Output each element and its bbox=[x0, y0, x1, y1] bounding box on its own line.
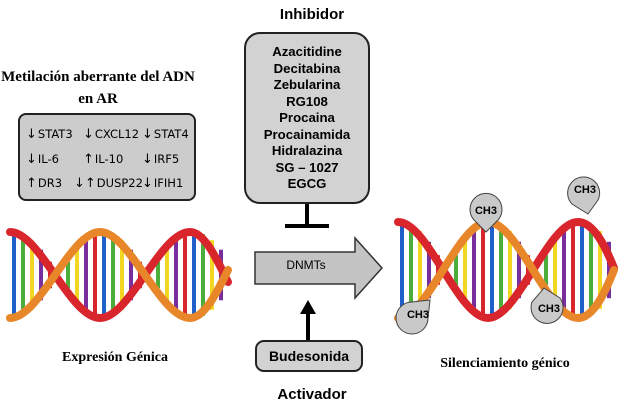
drug-item: RG108 bbox=[286, 93, 328, 109]
methyl-group-icon: CH3 bbox=[530, 287, 564, 324]
gene-item: ↓IL-6 bbox=[26, 152, 59, 167]
methylation-title-line1: Metilación aberrante del ADN bbox=[1, 69, 195, 85]
methyl-label: CH3 bbox=[407, 309, 429, 321]
gene-box: ↓STAT3 ↓CXCL12 ↓STAT4 ↓IL-6 ↑IL-10 ↓IRF5… bbox=[18, 113, 196, 201]
activator-title: Activador bbox=[277, 386, 347, 403]
caption-gene-silencing: Silenciamiento génico bbox=[440, 356, 570, 371]
gene-item: ↓IFIH1 bbox=[142, 176, 183, 191]
gene-name: DR3 bbox=[37, 176, 63, 190]
gene-item: ↓↑DUSP22 bbox=[74, 176, 143, 191]
methylation-title: Metilación aberrante del ADN en AR bbox=[0, 66, 196, 110]
methyl-group-icon: CH3 bbox=[469, 192, 503, 233]
gene-item: ↓STAT3 bbox=[26, 127, 73, 142]
drug-item: Azacitidine bbox=[272, 44, 342, 59]
gene-name: IFIH1 bbox=[153, 176, 184, 190]
drug-item: Decitabina bbox=[273, 60, 341, 76]
gene-name: STAT3 bbox=[37, 127, 73, 141]
drug-item: Procaina bbox=[279, 110, 335, 125]
gene-item: ↓STAT4 bbox=[142, 127, 189, 142]
gene-arrow-icon: ↓ bbox=[142, 152, 153, 167]
activator-box: Budesonida bbox=[255, 340, 363, 372]
dnmt-label: DNMTs bbox=[286, 258, 326, 272]
gene-arrow-icon: ↑ bbox=[83, 152, 94, 167]
gene-arrow-icon: ↓ bbox=[26, 127, 37, 142]
activation-arrow-icon bbox=[300, 300, 316, 340]
gene-arrow-icon: ↓ bbox=[142, 127, 153, 142]
methyl-label: CH3 bbox=[574, 184, 596, 196]
drug-item: EGCG bbox=[287, 176, 327, 191]
inhibitor-title: Inhibidor bbox=[279, 6, 345, 23]
methyl-group-icon: CH3 bbox=[567, 176, 601, 215]
gene-item: ↑DR3 bbox=[26, 176, 62, 191]
gene-item: ↑IL-10 bbox=[83, 152, 123, 167]
drug-item: SG – 1027 bbox=[275, 159, 339, 175]
gene-name: IL-6 bbox=[37, 152, 59, 166]
gene-arrow-icon: ↑ bbox=[26, 176, 37, 191]
dnmt-arrow bbox=[254, 236, 384, 300]
methyl-label: CH3 bbox=[475, 205, 497, 217]
methylation-title-line2: en AR bbox=[78, 91, 118, 107]
inhibitor-box: Azacitidine Decitabina Zebularina RG108 … bbox=[244, 32, 370, 204]
caption-gene-expression: Expresión Génica bbox=[62, 350, 168, 365]
gene-arrow-icon: ↓ bbox=[83, 127, 94, 142]
gene-name: DUSP22 bbox=[96, 176, 143, 190]
gene-name: CXCL12 bbox=[94, 127, 140, 141]
gene-item: ↓IRF5 bbox=[142, 152, 179, 167]
drug-item: Hidralazina bbox=[271, 143, 343, 158]
inhibitor-drug-list: Azacitidine Decitabina Zebularina RG108 … bbox=[246, 44, 368, 193]
gene-name: IL-10 bbox=[94, 152, 124, 166]
drug-item: Procainamida bbox=[263, 126, 351, 142]
gene-arrow-icon: ↓ bbox=[26, 152, 37, 167]
gene-arrow-icon: ↓ bbox=[142, 176, 153, 191]
drug-item: Zebularina bbox=[273, 77, 341, 92]
methyl-group-icon: CH3 bbox=[395, 299, 431, 335]
gene-name: IRF5 bbox=[153, 152, 180, 166]
gene-name: STAT4 bbox=[153, 127, 189, 141]
methyl-label: CH3 bbox=[538, 303, 560, 315]
gene-arrow-icon: ↓↑ bbox=[74, 176, 96, 191]
gene-item: ↓CXCL12 bbox=[83, 127, 139, 142]
inhibition-bar-icon bbox=[285, 204, 329, 228]
